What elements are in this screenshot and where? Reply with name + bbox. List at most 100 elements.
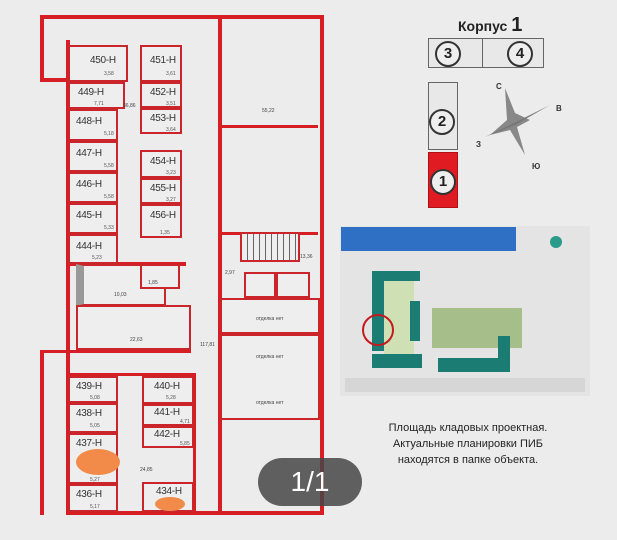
section-number: 3 (435, 41, 461, 67)
room-area: 5,27 (90, 477, 100, 483)
room-number: 447-Н (76, 148, 102, 159)
room-number: 434-Н (156, 486, 182, 497)
room-area: 7,71 (94, 101, 104, 107)
area-label: 13,36 (300, 254, 313, 260)
wall (193, 373, 196, 513)
compass-west: З (476, 140, 482, 149)
room-area: 5,28 (166, 395, 176, 401)
room-number: 439-Н (76, 381, 102, 392)
storage-room[interactable]: 438-Н 5,05 (68, 403, 118, 433)
room-area: 4,71 (180, 419, 190, 425)
room-number: 448-Н (76, 116, 102, 127)
area-label: 24,85 (140, 467, 153, 473)
wall (40, 350, 44, 515)
legend-bar (345, 378, 585, 392)
section-2[interactable]: 2 (428, 82, 458, 150)
room-number: 453-Н (150, 113, 176, 124)
building-number: 1 (511, 14, 523, 36)
room-area: 1,35 (160, 230, 170, 236)
storage-room[interactable]: 439-Н 5,08 (68, 376, 118, 403)
building (438, 358, 508, 372)
storage-room[interactable]: 444-Н 5,23 (68, 234, 118, 264)
wall (66, 40, 70, 515)
wall (218, 125, 318, 128)
room-number: 436-Н (76, 489, 102, 500)
room-number: 450-Н (90, 55, 116, 66)
room: 22,63 (76, 305, 191, 350)
storage-room[interactable]: 452-Н 3,51 (140, 82, 182, 108)
section-3[interactable]: 3 (428, 38, 484, 68)
storage-room[interactable]: 440-Н 5,28 (142, 376, 194, 404)
staircase: 13,36 (240, 232, 313, 262)
room-area: 3,51 (166, 101, 176, 107)
wall (66, 373, 196, 376)
area-label: 1,85 (148, 280, 158, 286)
building (372, 354, 422, 368)
compass-north: С (496, 82, 502, 91)
compass-south: Ю (532, 162, 541, 171)
building (498, 336, 510, 372)
room-area: 5,17 (90, 504, 100, 510)
image-pager: 1/1 (258, 458, 362, 506)
room-area: 5,58 (104, 163, 114, 169)
wall (40, 78, 70, 82)
room-number: 441-Н (154, 407, 180, 418)
area-label: 2,97 (225, 270, 235, 276)
room-number: 452-Н (150, 87, 176, 98)
section-1-selected[interactable]: 1 (428, 152, 458, 208)
room-area: 3,23 (166, 170, 176, 176)
building (372, 271, 420, 281)
room-area: 5,85 (180, 441, 190, 447)
wall (66, 350, 191, 353)
wall (320, 15, 324, 515)
compass-icon (485, 88, 550, 155)
wall (218, 15, 222, 515)
redaction-mark (155, 497, 185, 511)
storage-room[interactable]: 454-Н 3,23 (140, 150, 182, 178)
wall (66, 511, 324, 515)
room-number: 454-Н (150, 156, 176, 167)
room-number: 451-Н (150, 55, 176, 66)
finish-label: отделка нет (256, 354, 284, 360)
room: отделка нет (220, 298, 320, 334)
site-map-image (340, 226, 590, 396)
section-4[interactable]: 4 (482, 38, 544, 68)
room-area: 5,18 (104, 131, 114, 137)
area-label: 117,81 (200, 342, 215, 348)
room-number: 442-Н (154, 429, 180, 440)
room-number: 449-Н (78, 87, 104, 98)
storage-room[interactable]: 436-Н 5,17 (68, 484, 118, 512)
room-area: 3,27 (166, 197, 176, 203)
room: 1,85 (140, 264, 180, 289)
wall (40, 15, 324, 19)
room-number: 437-Н (76, 438, 102, 449)
room-number: 440-Н (154, 381, 180, 392)
storage-room[interactable]: 449-Н 7,71 (68, 82, 125, 109)
finish-label: отделка нет (256, 316, 284, 322)
building-title-label: Корпус (458, 18, 508, 34)
section-number: 4 (507, 41, 533, 67)
room (276, 272, 310, 298)
room-number: 444-Н (76, 241, 102, 252)
room-area: 5,08 (90, 395, 100, 401)
road (341, 227, 516, 251)
room-area: 5,23 (92, 255, 102, 261)
room (244, 272, 276, 298)
room-number: 438-Н (76, 408, 102, 419)
room-area: 5,05 (90, 423, 100, 429)
area-label: 22,63 (130, 337, 143, 343)
note-text: Площадь кладовых проектная. Актуальные п… (388, 422, 548, 466)
